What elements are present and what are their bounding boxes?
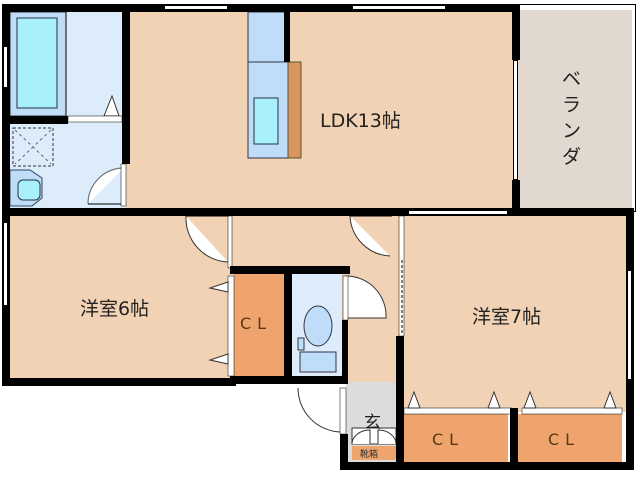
window-veranda-door — [513, 60, 518, 180]
window-ldk-right — [352, 5, 446, 10]
wall-veranda-left — [512, 4, 520, 60]
wall-top — [4, 4, 520, 12]
wall-toilet-right — [342, 320, 348, 382]
wall-left — [2, 4, 10, 386]
closet-6 — [234, 272, 286, 376]
shoe-box-label: 靴箱 — [360, 450, 379, 460]
wall-closet6-bottom — [230, 376, 348, 384]
wall-veranda-left-bottom — [512, 180, 520, 212]
closet-7a — [404, 414, 508, 464]
wall-kitchen — [284, 10, 290, 62]
closet-7b — [516, 414, 622, 464]
wall-7-left — [396, 336, 404, 470]
wall-closet6-right — [284, 266, 292, 382]
western-room-7 — [402, 212, 632, 412]
wall-closet7-mid — [510, 408, 518, 466]
wall-bath-mid — [8, 116, 68, 124]
window-room6 — [3, 222, 8, 306]
window-room7-top — [408, 210, 508, 215]
veranda — [516, 10, 632, 212]
entrance-label: 玄 — [364, 413, 381, 433]
closet-6-label: CL — [240, 314, 273, 333]
western-6-label: 洋室6帖 — [80, 298, 150, 320]
window-room7-right — [627, 270, 632, 380]
wall-mid-horizontal — [2, 208, 632, 216]
ldk-room — [126, 10, 516, 212]
wall-6-bottom — [2, 378, 236, 386]
wall-bottom — [340, 462, 634, 470]
ldk-label: LDK13帖 — [320, 110, 401, 132]
wall-bath-right — [122, 4, 130, 164]
window-ldk-left — [164, 5, 228, 10]
western-7-label: 洋室7帖 — [472, 306, 542, 328]
wall-entrance-left — [340, 434, 348, 470]
closet-7b-label: CL — [548, 430, 581, 449]
closet-7a-label: CL — [432, 430, 465, 449]
veranda-label: ベランダ — [562, 68, 582, 168]
window-bath — [3, 46, 8, 88]
veranda-border — [516, 4, 636, 212]
